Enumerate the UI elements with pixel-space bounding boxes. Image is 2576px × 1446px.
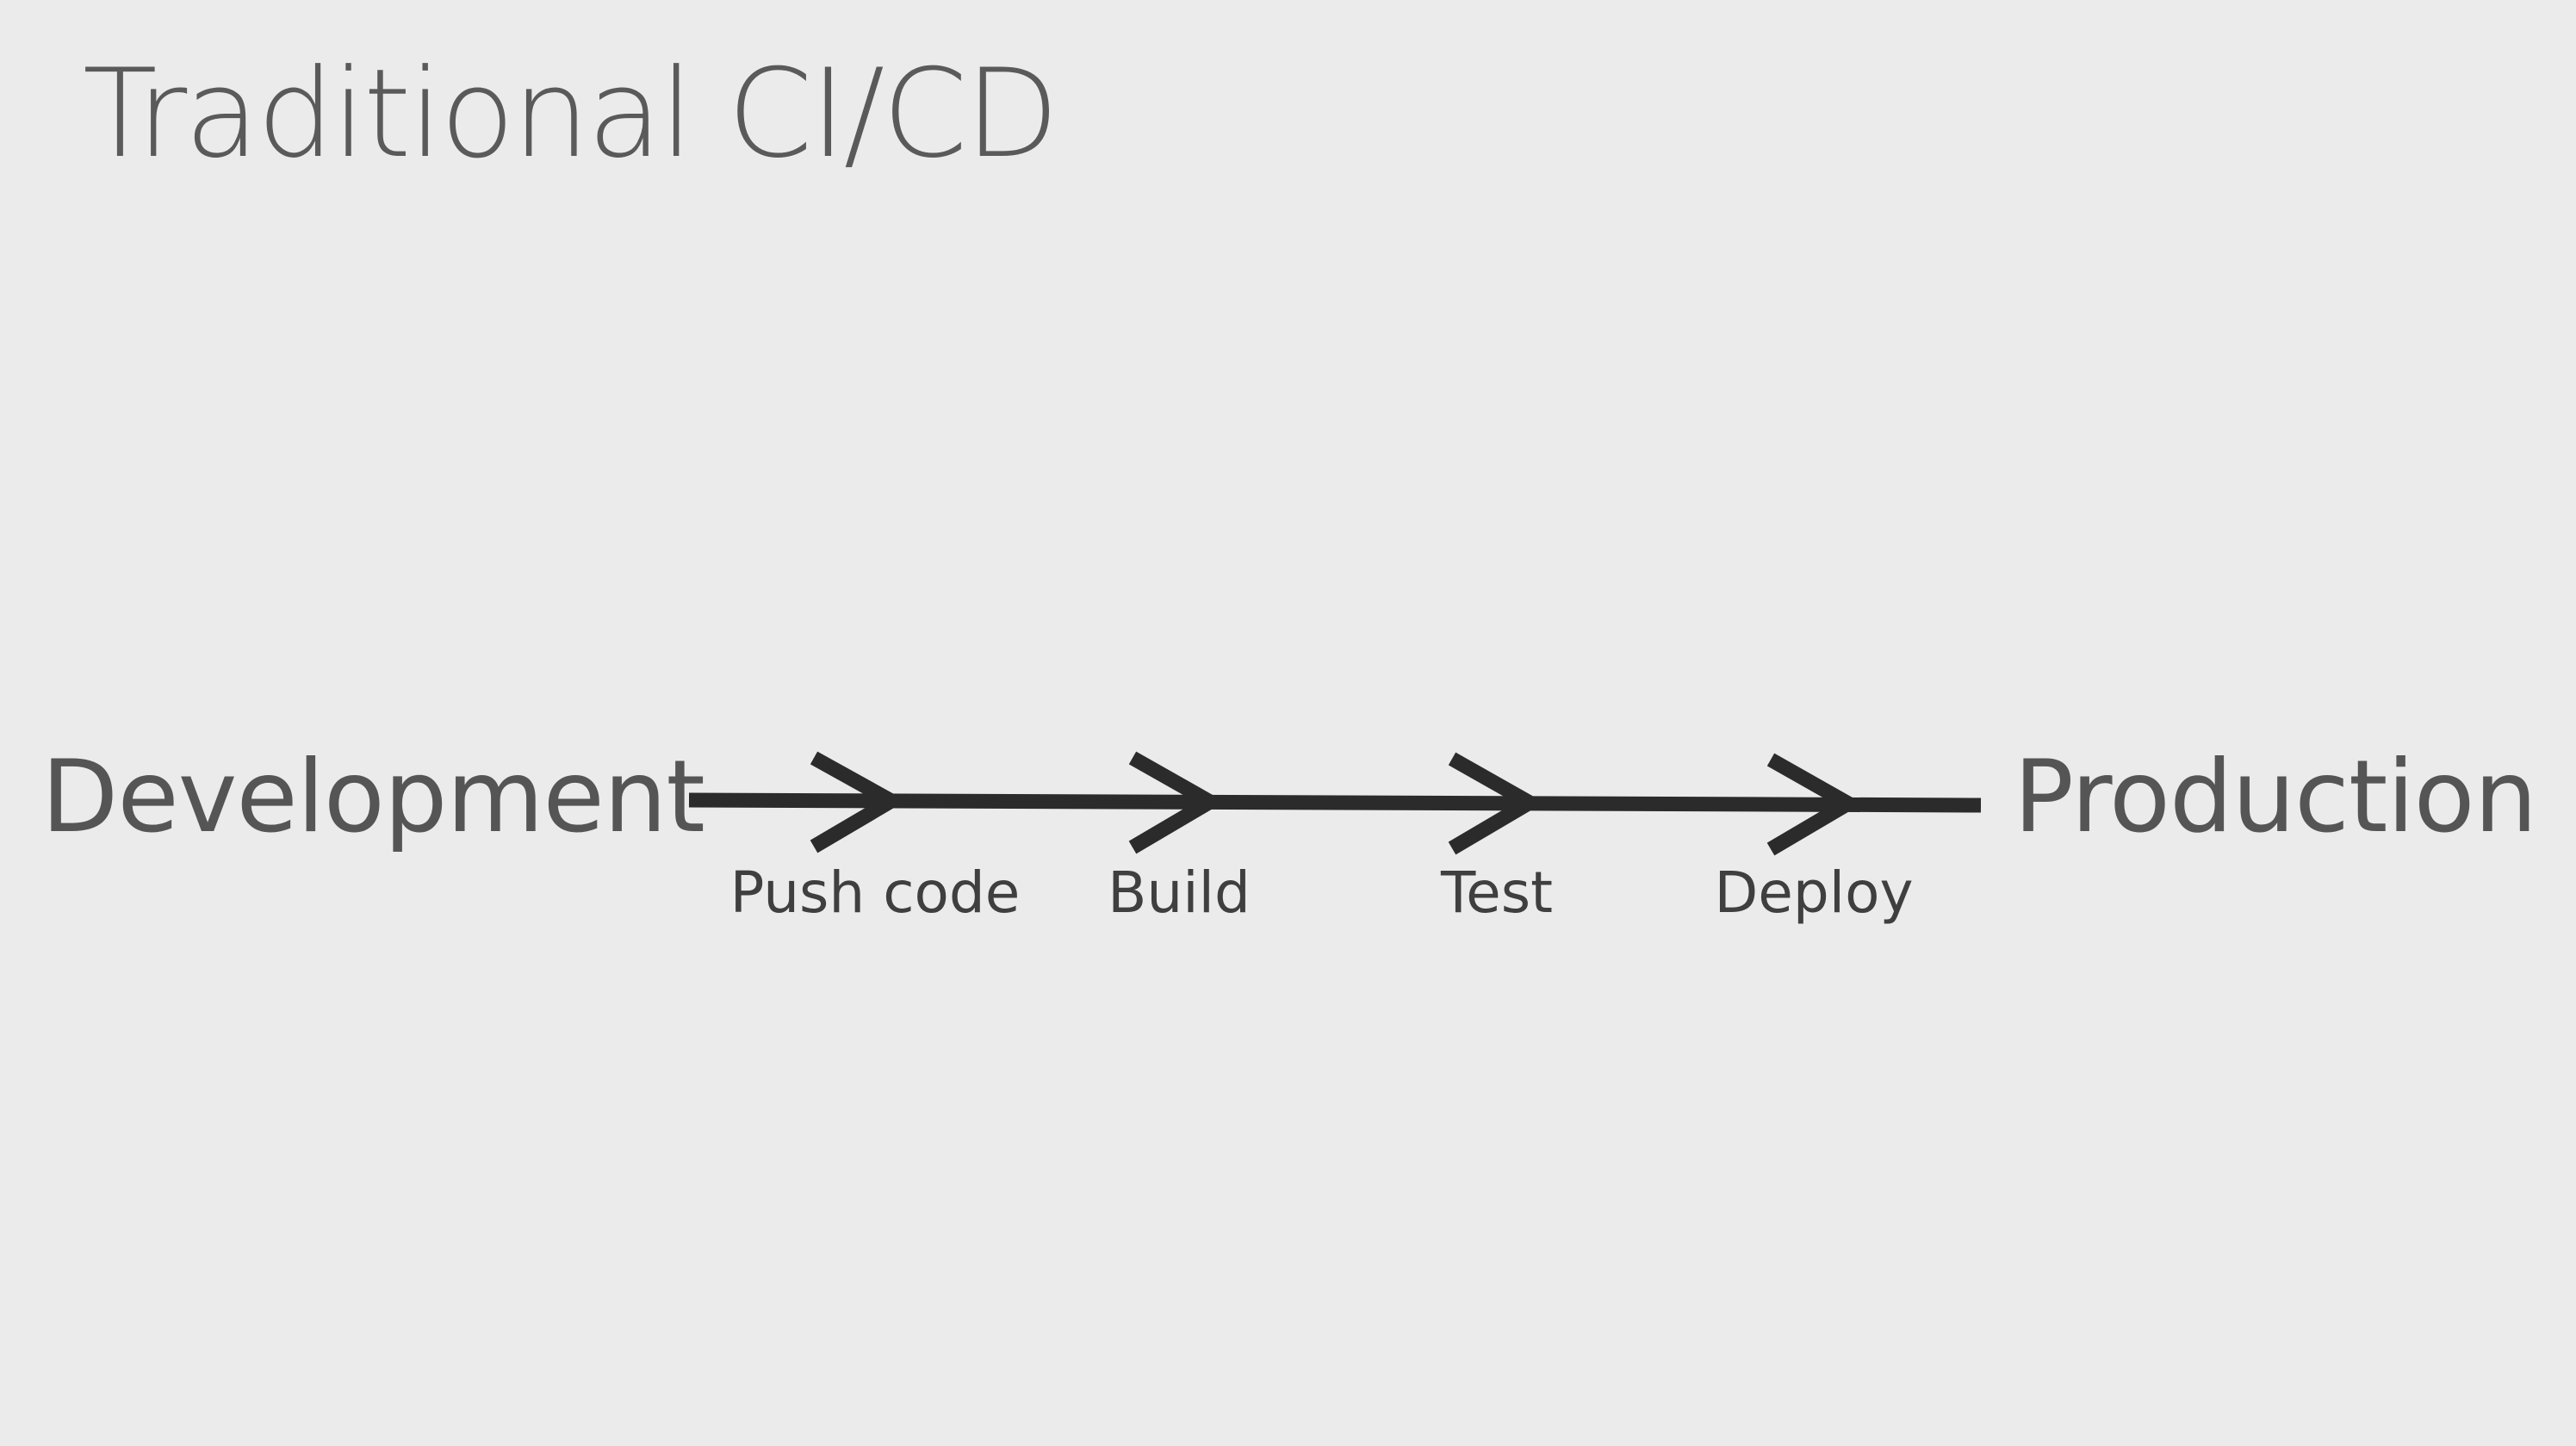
step-label-push-code: Push code bbox=[729, 860, 1021, 926]
step-label-deploy: Deploy bbox=[1714, 860, 1914, 926]
step-label-test: Test bbox=[1441, 860, 1553, 926]
push-code-arrow-icon bbox=[810, 751, 907, 853]
production-label: Production bbox=[2014, 739, 2537, 855]
development-label: Development bbox=[41, 739, 705, 855]
build-arrow-icon bbox=[1128, 751, 1225, 854]
test-arrow-icon bbox=[1448, 752, 1544, 855]
step-label-build: Build bbox=[1108, 860, 1251, 926]
slide-title: Traditional CI/CD bbox=[83, 43, 1059, 185]
deploy-arrow-icon bbox=[1766, 753, 1863, 856]
